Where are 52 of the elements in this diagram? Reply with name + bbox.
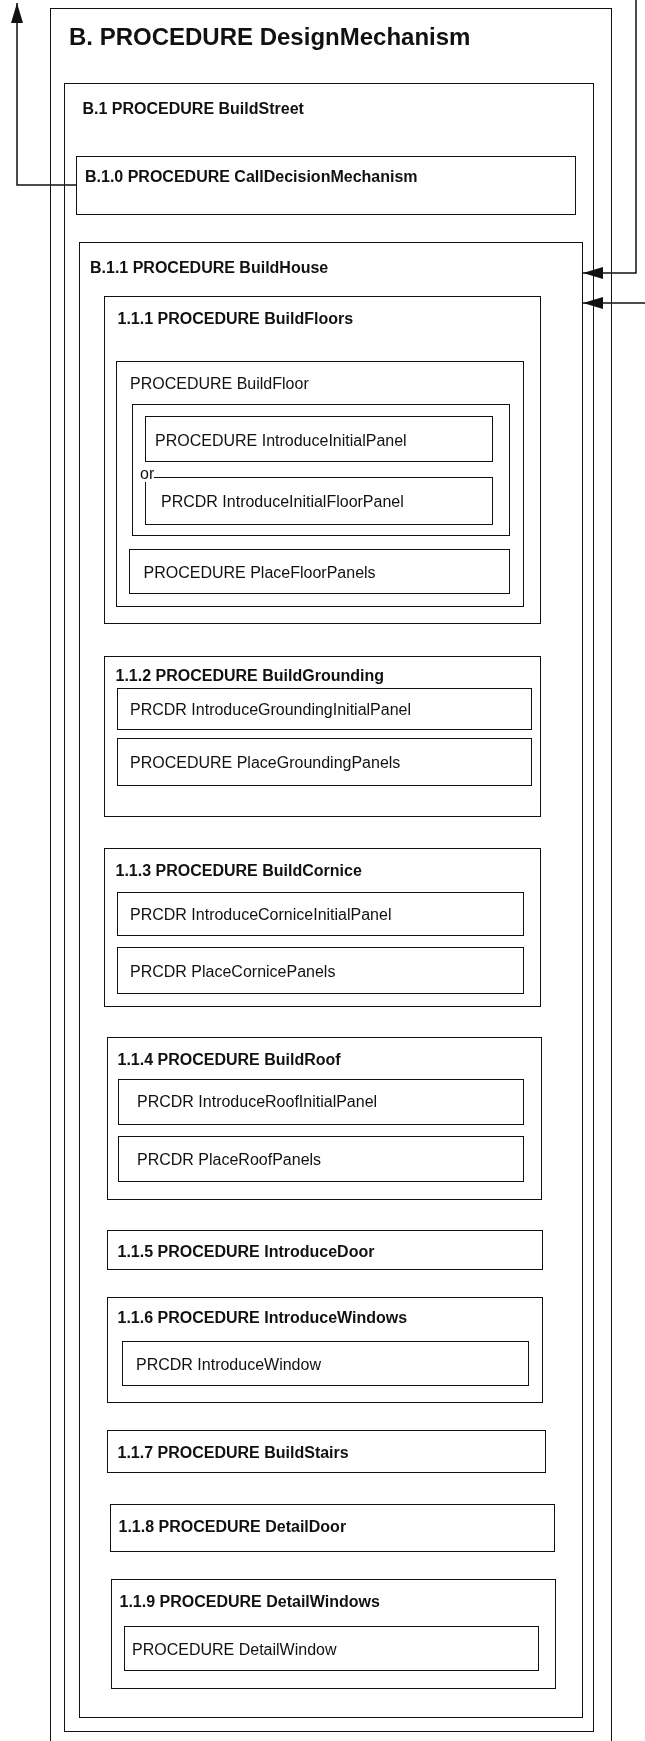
procedure-title: PROCEDURE DetailWindow (132, 1640, 337, 1660)
procedure-title: B.1 PROCEDURE BuildStreet (82, 98, 304, 119)
group-box (131, 403, 510, 536)
procedure-title: PRCDR IntroduceInitialFloorPanel (161, 492, 404, 512)
subprocedure-box (145, 477, 493, 525)
procedure-title: PROCEDURE IntroduceInitialPanel (155, 431, 407, 451)
subprocedure-box (128, 548, 510, 594)
procedure-box (106, 1036, 542, 1200)
procedure-title: PROCEDURE PlaceGroundingPanels (130, 753, 401, 773)
subprocedure-box (122, 1341, 529, 1386)
subprocedure-box (118, 1136, 524, 1182)
procedure-title: 1.1.2 PROCEDURE BuildGrounding (115, 665, 384, 686)
procedure-title: PRCDR IntroduceRoofInitialPanel (137, 1092, 378, 1112)
subprocedure-box (145, 416, 493, 462)
procedure-title: 1.1.9 PROCEDURE DetailWindows (119, 1591, 380, 1612)
procedure-title: 1.1.8 PROCEDURE DetailDoor (118, 1516, 347, 1537)
arrow (11, 2, 77, 186)
procedure-title: PROCEDURE PlaceFloorPanels (143, 562, 376, 583)
procedure-title: 1.1.7 PROCEDURE BuildStairs (117, 1442, 349, 1463)
arrow (582, 0, 637, 279)
procedure-title: B. PROCEDURE DesignMechanism (69, 23, 471, 51)
procedure-title: 1.1.3 PROCEDURE BuildCornice (115, 860, 362, 881)
procedure-title: 1.1.4 PROCEDURE BuildRoof (117, 1049, 341, 1070)
procedure-title: B.1.1 PROCEDURE BuildHouse (90, 258, 329, 278)
procedure-title: PRCDR IntroduceWindow (136, 1355, 321, 1375)
procedure-title: PRCDR IntroduceCorniceInitialPanel (130, 905, 392, 925)
procedure-title: 1.1.6 PROCEDURE IntroduceWindows (117, 1307, 408, 1328)
procedure-title: 1.1.5 PROCEDURE IntroduceDoor (117, 1241, 375, 1262)
procedure-box (110, 1578, 556, 1689)
procedure-box (106, 1229, 543, 1270)
subprocedure-box (118, 1079, 524, 1125)
subprocedure-box (117, 947, 524, 994)
subprocedure-box (117, 892, 524, 936)
subprocedure-box (124, 1626, 539, 1671)
procedure-box (103, 847, 541, 1007)
subprocedure-box (117, 738, 532, 786)
procedure-title: PROCEDURE BuildFloor (130, 374, 309, 394)
procedure-title: PRCDR IntroduceGroundingInitialPanel (130, 700, 412, 720)
procedure-box (109, 1503, 555, 1552)
procedure-box (79, 242, 583, 1718)
arrow (582, 297, 645, 309)
procedure-title: B.1.0 PROCEDURE CallDecisionMechanism (85, 167, 418, 187)
subprocedure-box (116, 361, 524, 607)
procedure-title: PRCDR PlaceRoofPanels (137, 1150, 322, 1170)
procedure-title: PRCDR PlaceCornicePanels (130, 962, 336, 982)
subprocedure-box (117, 688, 532, 730)
procedure-title: 1.1.1 PROCEDURE BuildFloors (117, 308, 354, 329)
procedure-box (103, 295, 541, 624)
procedure-box (76, 156, 576, 215)
procedure-box (103, 655, 541, 817)
procedure-box (106, 1296, 543, 1403)
procedure-box (106, 1429, 546, 1473)
